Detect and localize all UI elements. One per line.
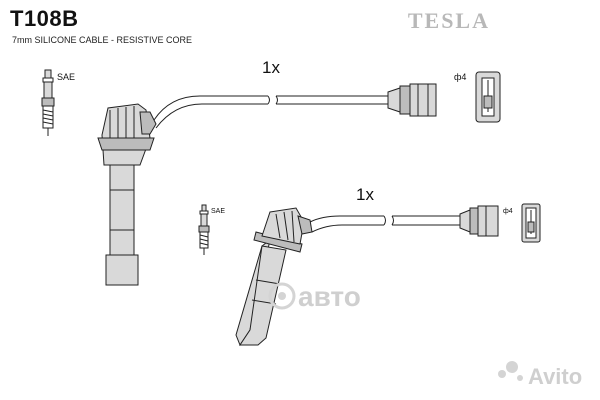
plug-boot-2 (235, 207, 313, 347)
svg-text:авто: авто (298, 281, 361, 312)
plug-label-1: SAE (57, 72, 75, 82)
terminal-size-label-1: ф4 (454, 72, 466, 82)
brand-logo: TESLA (407, 8, 490, 33)
watermark-corner: Avito (498, 361, 582, 389)
quantity-label-2: 1x (356, 185, 374, 204)
coil-connector-2 (459, 205, 499, 237)
terminal-detail-icon (475, 71, 501, 123)
quantity-label-1: 1x (262, 58, 280, 77)
plug-boot-1 (97, 103, 157, 286)
part-number: T108B (10, 6, 79, 31)
terminal-size-label-2: ф4 (503, 208, 513, 215)
coil-connector-1 (387, 83, 437, 117)
lead-2: SAE (198, 185, 541, 347)
terminal-detail-icon (521, 203, 541, 243)
plug-label-2: SAE (211, 208, 225, 215)
watermark-center: авто (268, 281, 361, 312)
svg-text:Avito: Avito (528, 364, 582, 389)
spark-plug-icon (198, 204, 210, 255)
spark-plug-icon (41, 69, 55, 136)
lead-1: SAE (41, 58, 501, 286)
cable-spec: 7mm SILICONE CABLE - RESISTIVE CORE (12, 35, 193, 45)
